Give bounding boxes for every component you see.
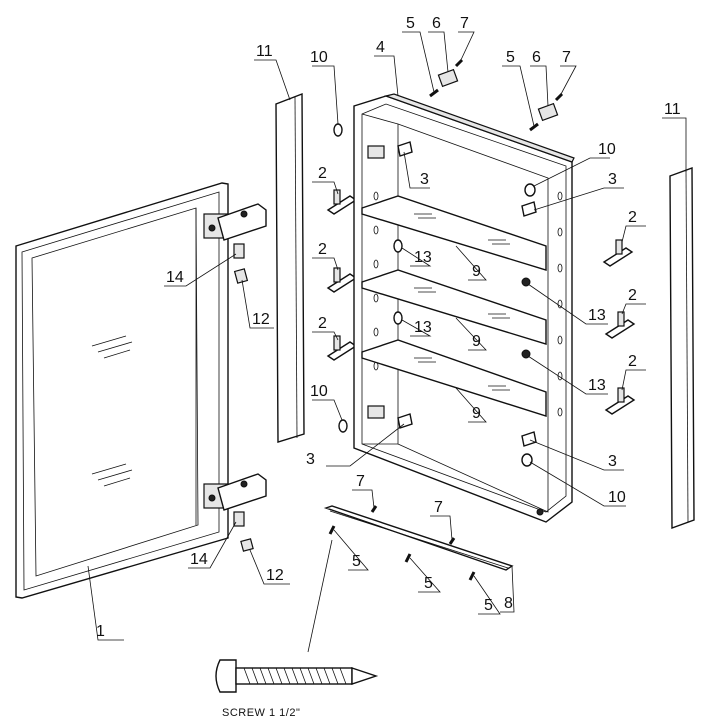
latch-bottom-right (521, 431, 537, 447)
shelf-top (361, 195, 547, 271)
rail-screw-2 (404, 553, 412, 563)
door-hinge-bottom (203, 473, 267, 511)
rail-screw-3 (468, 571, 476, 581)
top-clip-left (429, 58, 464, 98)
latch-top-left (397, 141, 413, 157)
callout-11: 11 (256, 43, 273, 60)
callout-5: 5 (406, 15, 415, 32)
callout-12: 12 (266, 567, 284, 584)
screw-caption: SCREW 1 1/2" (222, 707, 300, 719)
callout-3: 3 (608, 171, 617, 188)
callout-10: 10 (608, 489, 626, 506)
callout-7: 7 (460, 15, 469, 32)
callout-2: 2 (628, 353, 637, 370)
mirror-door (15, 182, 229, 599)
plug-top-right (524, 183, 536, 197)
callout-14: 14 (166, 269, 184, 286)
callout-9: 9 (472, 333, 481, 350)
callout-7: 7 (434, 499, 443, 516)
pad-bottom (240, 538, 254, 552)
callout-14: 14 (190, 551, 208, 568)
callout-10: 10 (598, 141, 616, 158)
top-clip-right (529, 92, 564, 132)
callout-11: 11 (664, 101, 681, 118)
side-trim-right (669, 167, 695, 529)
callout-2: 2 (318, 241, 327, 258)
callout-9: 9 (472, 263, 481, 280)
callout-2: 2 (318, 165, 327, 182)
plug-top-left (333, 123, 343, 137)
bracket-right-3 (604, 387, 636, 415)
callout-13: 13 (414, 319, 432, 336)
callout-1: 1 (96, 623, 105, 640)
rail-clip-2 (448, 537, 456, 545)
peg-2 (393, 311, 403, 325)
bracket-left-1 (326, 189, 358, 215)
callout-13: 13 (588, 307, 606, 324)
callout-6: 6 (432, 15, 441, 32)
callout-13: 13 (414, 249, 432, 266)
callout-7: 7 (356, 473, 365, 490)
callout-7: 7 (562, 49, 571, 66)
bracket-left-3 (326, 335, 358, 361)
callout-2: 2 (628, 287, 637, 304)
side-trim-left (275, 92, 305, 443)
callout-3: 3 (608, 453, 617, 470)
callout-5: 5 (506, 49, 515, 66)
plug-bottom-right (521, 453, 533, 467)
shelf-glare (414, 213, 510, 391)
rail-clip-1 (370, 505, 378, 513)
callout-2: 2 (318, 315, 327, 332)
screw-detail (215, 539, 379, 693)
plug-bottom-left (338, 419, 348, 433)
shelf-middle (361, 269, 547, 345)
callout-13: 13 (588, 377, 606, 394)
callout-3: 3 (420, 171, 429, 188)
callout-10: 10 (310, 383, 328, 400)
bracket-left-2 (326, 267, 358, 293)
bracket-right-2 (604, 311, 636, 339)
callout-5: 5 (352, 553, 361, 570)
callout-6: 6 (532, 49, 541, 66)
hinge-cap-top (233, 243, 245, 259)
callout-3: 3 (306, 451, 315, 468)
hinge-cap-bottom (233, 511, 245, 527)
bracket-right-1 (602, 239, 634, 267)
rail-screw-1 (328, 525, 336, 535)
shelf-bottom (361, 339, 547, 417)
peg-1 (393, 239, 403, 253)
callout-5: 5 (484, 597, 493, 614)
callout-12: 12 (252, 311, 270, 328)
latch-top-right (521, 201, 537, 217)
callout-9: 9 (472, 405, 481, 422)
callout-4: 4 (376, 39, 385, 56)
callout-2: 2 (628, 209, 637, 226)
door-hinge-top (203, 203, 267, 241)
leader-lines (87, 31, 687, 641)
latch-bottom-left (397, 413, 413, 429)
callout-10: 10 (310, 49, 328, 66)
pad-top (233, 268, 249, 284)
callout-8: 8 (504, 595, 513, 612)
callout-5: 5 (424, 575, 433, 592)
